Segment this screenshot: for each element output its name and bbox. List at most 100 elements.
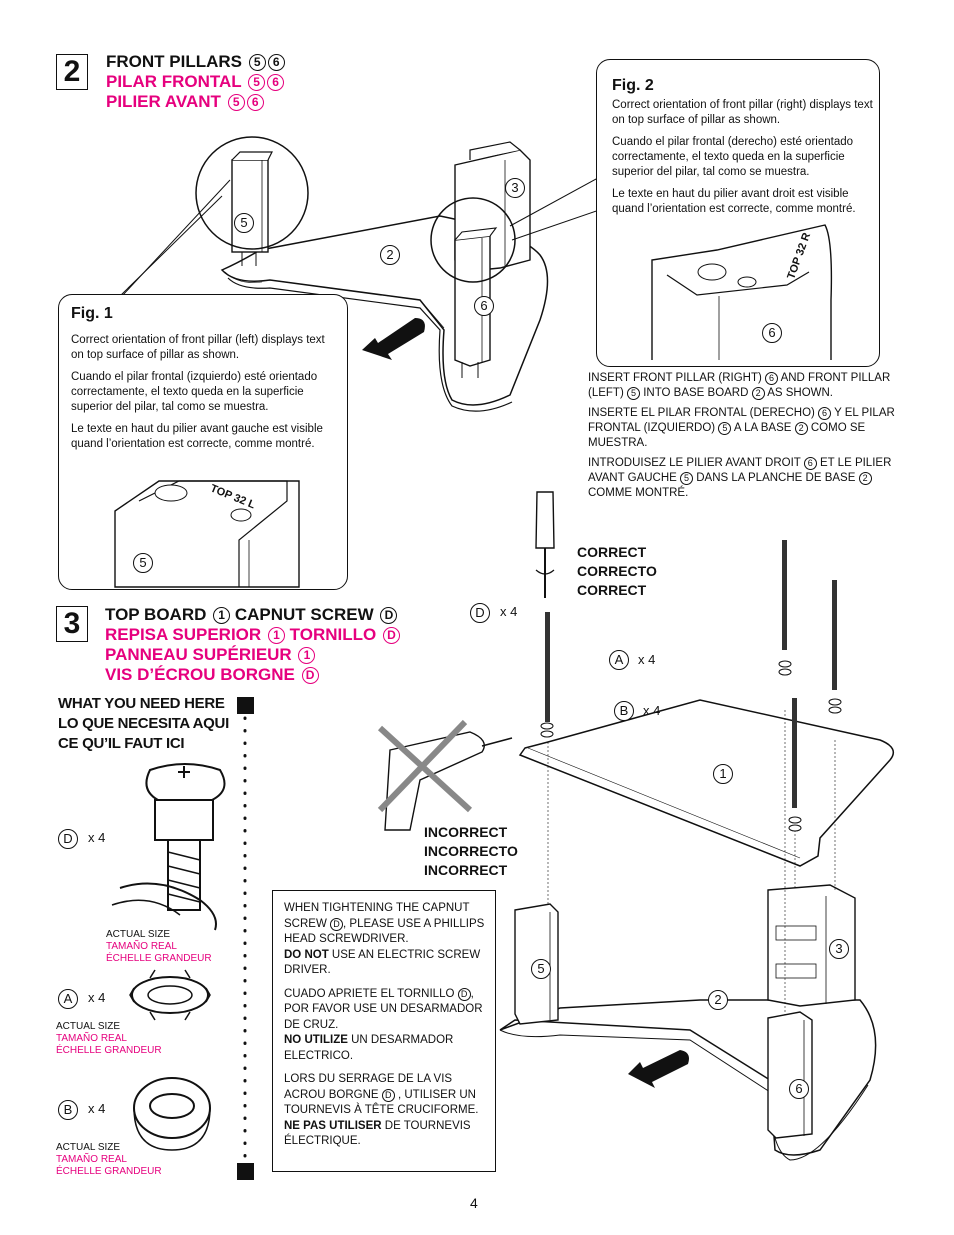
fig-2-text-en: Correct orientation of front pillar (rig…: [612, 99, 873, 126]
part-6-badge: 6: [765, 372, 779, 385]
step-2-title-en: FRONT PILLARS: [106, 52, 242, 71]
part-6-badge: 6: [246, 94, 264, 111]
insert-es-1: INSERTE EL PILAR FRONTAL (DERECHO): [588, 407, 815, 419]
part-d-badge: D: [380, 607, 398, 624]
diagram-b-qty: x 4: [643, 703, 661, 718]
step-3-number: 3: [56, 606, 88, 642]
part-5-badge: 5: [227, 94, 245, 111]
front-direction-arrow: [362, 318, 425, 360]
fig-1-title: Fig. 1: [71, 305, 113, 322]
warning-fr-1: LORS DU SERRAGE DE LA VIS ACROU BORGNE: [284, 1073, 453, 1101]
incorrect-cross: [377, 725, 473, 813]
part-6-badge: 6: [803, 457, 817, 470]
diagram-label-a: A: [609, 650, 629, 670]
insert-fr-1: INTRODUISEZ LE PILIER AVANT DROIT: [588, 457, 801, 469]
incorrect-fr: INCORRECT: [424, 862, 508, 878]
part-d-badge: D: [301, 667, 319, 684]
part-2-badge: 2: [858, 472, 872, 485]
incorrect-label: INCORRECT INCORRECTO INCORRECT: [424, 823, 518, 880]
warning-en-2: , PLEASE USE A PHILLIPS HEAD SCREWDRIVER…: [284, 917, 485, 946]
hardware-d-label: D: [58, 829, 78, 849]
correct-es: CORRECTO: [577, 563, 657, 579]
part-6-badge: 6: [267, 74, 285, 91]
warning-en-1: WHEN TIGHTENING THE CAPNUT SCREW: [284, 902, 470, 930]
diagram-label-6: 6: [789, 1079, 809, 1099]
left-pillar-zoom: [231, 159, 269, 253]
insert-en-2: AND FRONT PILLAR (LEFT): [588, 372, 891, 399]
warning-fr-3: DE TOURNEVIS ÉLECTRIQUE.: [284, 1119, 471, 1148]
actual-size-en: ACTUAL SIZE: [56, 1021, 121, 1032]
fig-1-text-en: Correct orientation of front pillar (lef…: [71, 334, 325, 361]
diagram-label-2: 2: [708, 990, 728, 1010]
actual-size-es: TAMAÑO REAL: [56, 1033, 127, 1044]
warning-en-3: USE AN ELECTRIC SCREW DRIVER.: [284, 948, 481, 977]
part-5-badge: 5: [248, 54, 266, 71]
front-pillar-6-step2: [454, 235, 491, 367]
hardware-d-size-note: ACTUAL SIZE TAMAÑO REAL ÉCHELLE GRANDEUR: [106, 929, 212, 965]
page-number: 4: [470, 1195, 478, 1211]
fig-2-part-label: 6: [762, 323, 782, 343]
top-board: [518, 699, 895, 867]
insert-fr-4: COMME MONTRÉ.: [588, 487, 689, 499]
correct-en: CORRECT: [577, 544, 647, 560]
step-3-title-es-b: TORNILLO: [289, 625, 377, 644]
insert-es-2: Y EL PILAR FRONTAL (IZQUIERDO): [588, 407, 895, 434]
diagram-d-qty: x 4: [500, 604, 518, 619]
divider-top-square: [237, 697, 254, 714]
step-2-title-es: PILAR FRONTAL: [106, 72, 242, 91]
screwdriver-warning-box: WHEN TIGHTENING THE CAPNUT SCREW D, PLEA…: [272, 890, 496, 1172]
part-6-badge: 6: [818, 407, 832, 420]
diagram-label-1: 1: [713, 764, 733, 784]
step-2-title-fr: PILIER AVANT: [106, 92, 221, 111]
step-3-title-en-a: TOP BOARD: [105, 605, 207, 624]
insert-instructions: INSERT FRONT PILLAR (RIGHT) 6 AND FRONT …: [588, 371, 908, 501]
warning-es-bold: NO UTILIZE: [284, 1034, 348, 1046]
capnut-screw: [782, 540, 787, 650]
insert-en-3: INTO BASE BOARD: [643, 387, 749, 399]
part-6-badge: 6: [267, 54, 285, 71]
hardware-a-qty: x 4: [88, 990, 106, 1005]
insert-en-1: INSERT FRONT PILLAR (RIGHT): [588, 372, 762, 384]
warning-es-1: CUADO APRIETE EL TORNILLO: [284, 987, 455, 1000]
diagram-label-b: B: [614, 701, 634, 721]
hardware-a-label: A: [58, 989, 78, 1009]
step-3-title-en-b: CAPNUT SCREW: [234, 605, 374, 624]
correct-fr: CORRECT: [577, 582, 647, 598]
actual-size-en: ACTUAL SIZE: [106, 929, 171, 940]
fig-2-title: Fig. 2: [612, 77, 654, 94]
hardware-b-size-note: ACTUAL SIZE TAMAÑO REAL ÉCHELLE GRANDEUR: [56, 1142, 162, 1178]
rear-pillar-step3: [767, 884, 856, 1007]
divider-bottom-square: [237, 1163, 254, 1180]
actual-size-en: ACTUAL SIZE: [56, 1142, 121, 1153]
warning-fr-bold: NE PAS UTILISER: [284, 1119, 382, 1132]
diagram-label-d: D: [470, 603, 490, 623]
fig-1-panel: Fig. 1 Correct orientation of front pill…: [58, 294, 348, 590]
warning-en-bold: DO NOT: [284, 948, 329, 961]
part-5-badge: 5: [680, 472, 694, 485]
base-board-step3: [499, 999, 877, 1156]
actual-size-es: TAMAÑO REAL: [56, 1154, 127, 1165]
step-3-title-fr-a: PANNEAU SUPÉRIEUR: [105, 645, 292, 664]
actual-size-es: TAMAÑO REAL: [106, 941, 177, 952]
hardware-b-qty: x 4: [88, 1101, 106, 1116]
capnut-screw-d-actual: [145, 763, 226, 801]
step-3-title-es-a: REPISA SUPERIOR: [105, 625, 262, 644]
part-2-badge: 2: [794, 422, 808, 435]
incorrect-es: INCORRECTO: [424, 843, 518, 859]
diagram-label-5: 5: [531, 959, 551, 979]
fig-2-text-es: Cuando el pilar frontal (derecho) esté o…: [612, 136, 854, 178]
warning-es-2: , POR FAVOR USE UN DESARMADOR DE CRUZ.: [284, 987, 483, 1031]
actual-size-fr: ÉCHELLE GRANDEUR: [106, 953, 212, 964]
fig-2-panel: Fig. 2 Correct orientation of front pill…: [596, 59, 880, 367]
part-label-6: 6: [474, 296, 494, 316]
part-d-badge: D: [382, 627, 400, 644]
need-en: WHAT YOU NEED HERE: [58, 695, 225, 712]
phillips-screwdriver: [535, 491, 555, 549]
hardware-b-label: B: [58, 1100, 78, 1120]
capnut-screw: [832, 580, 837, 690]
part-1-badge: 1: [298, 647, 316, 664]
correct-label: CORRECT CORRECTO CORRECT: [577, 543, 657, 600]
part-label-3: 3: [505, 178, 525, 198]
